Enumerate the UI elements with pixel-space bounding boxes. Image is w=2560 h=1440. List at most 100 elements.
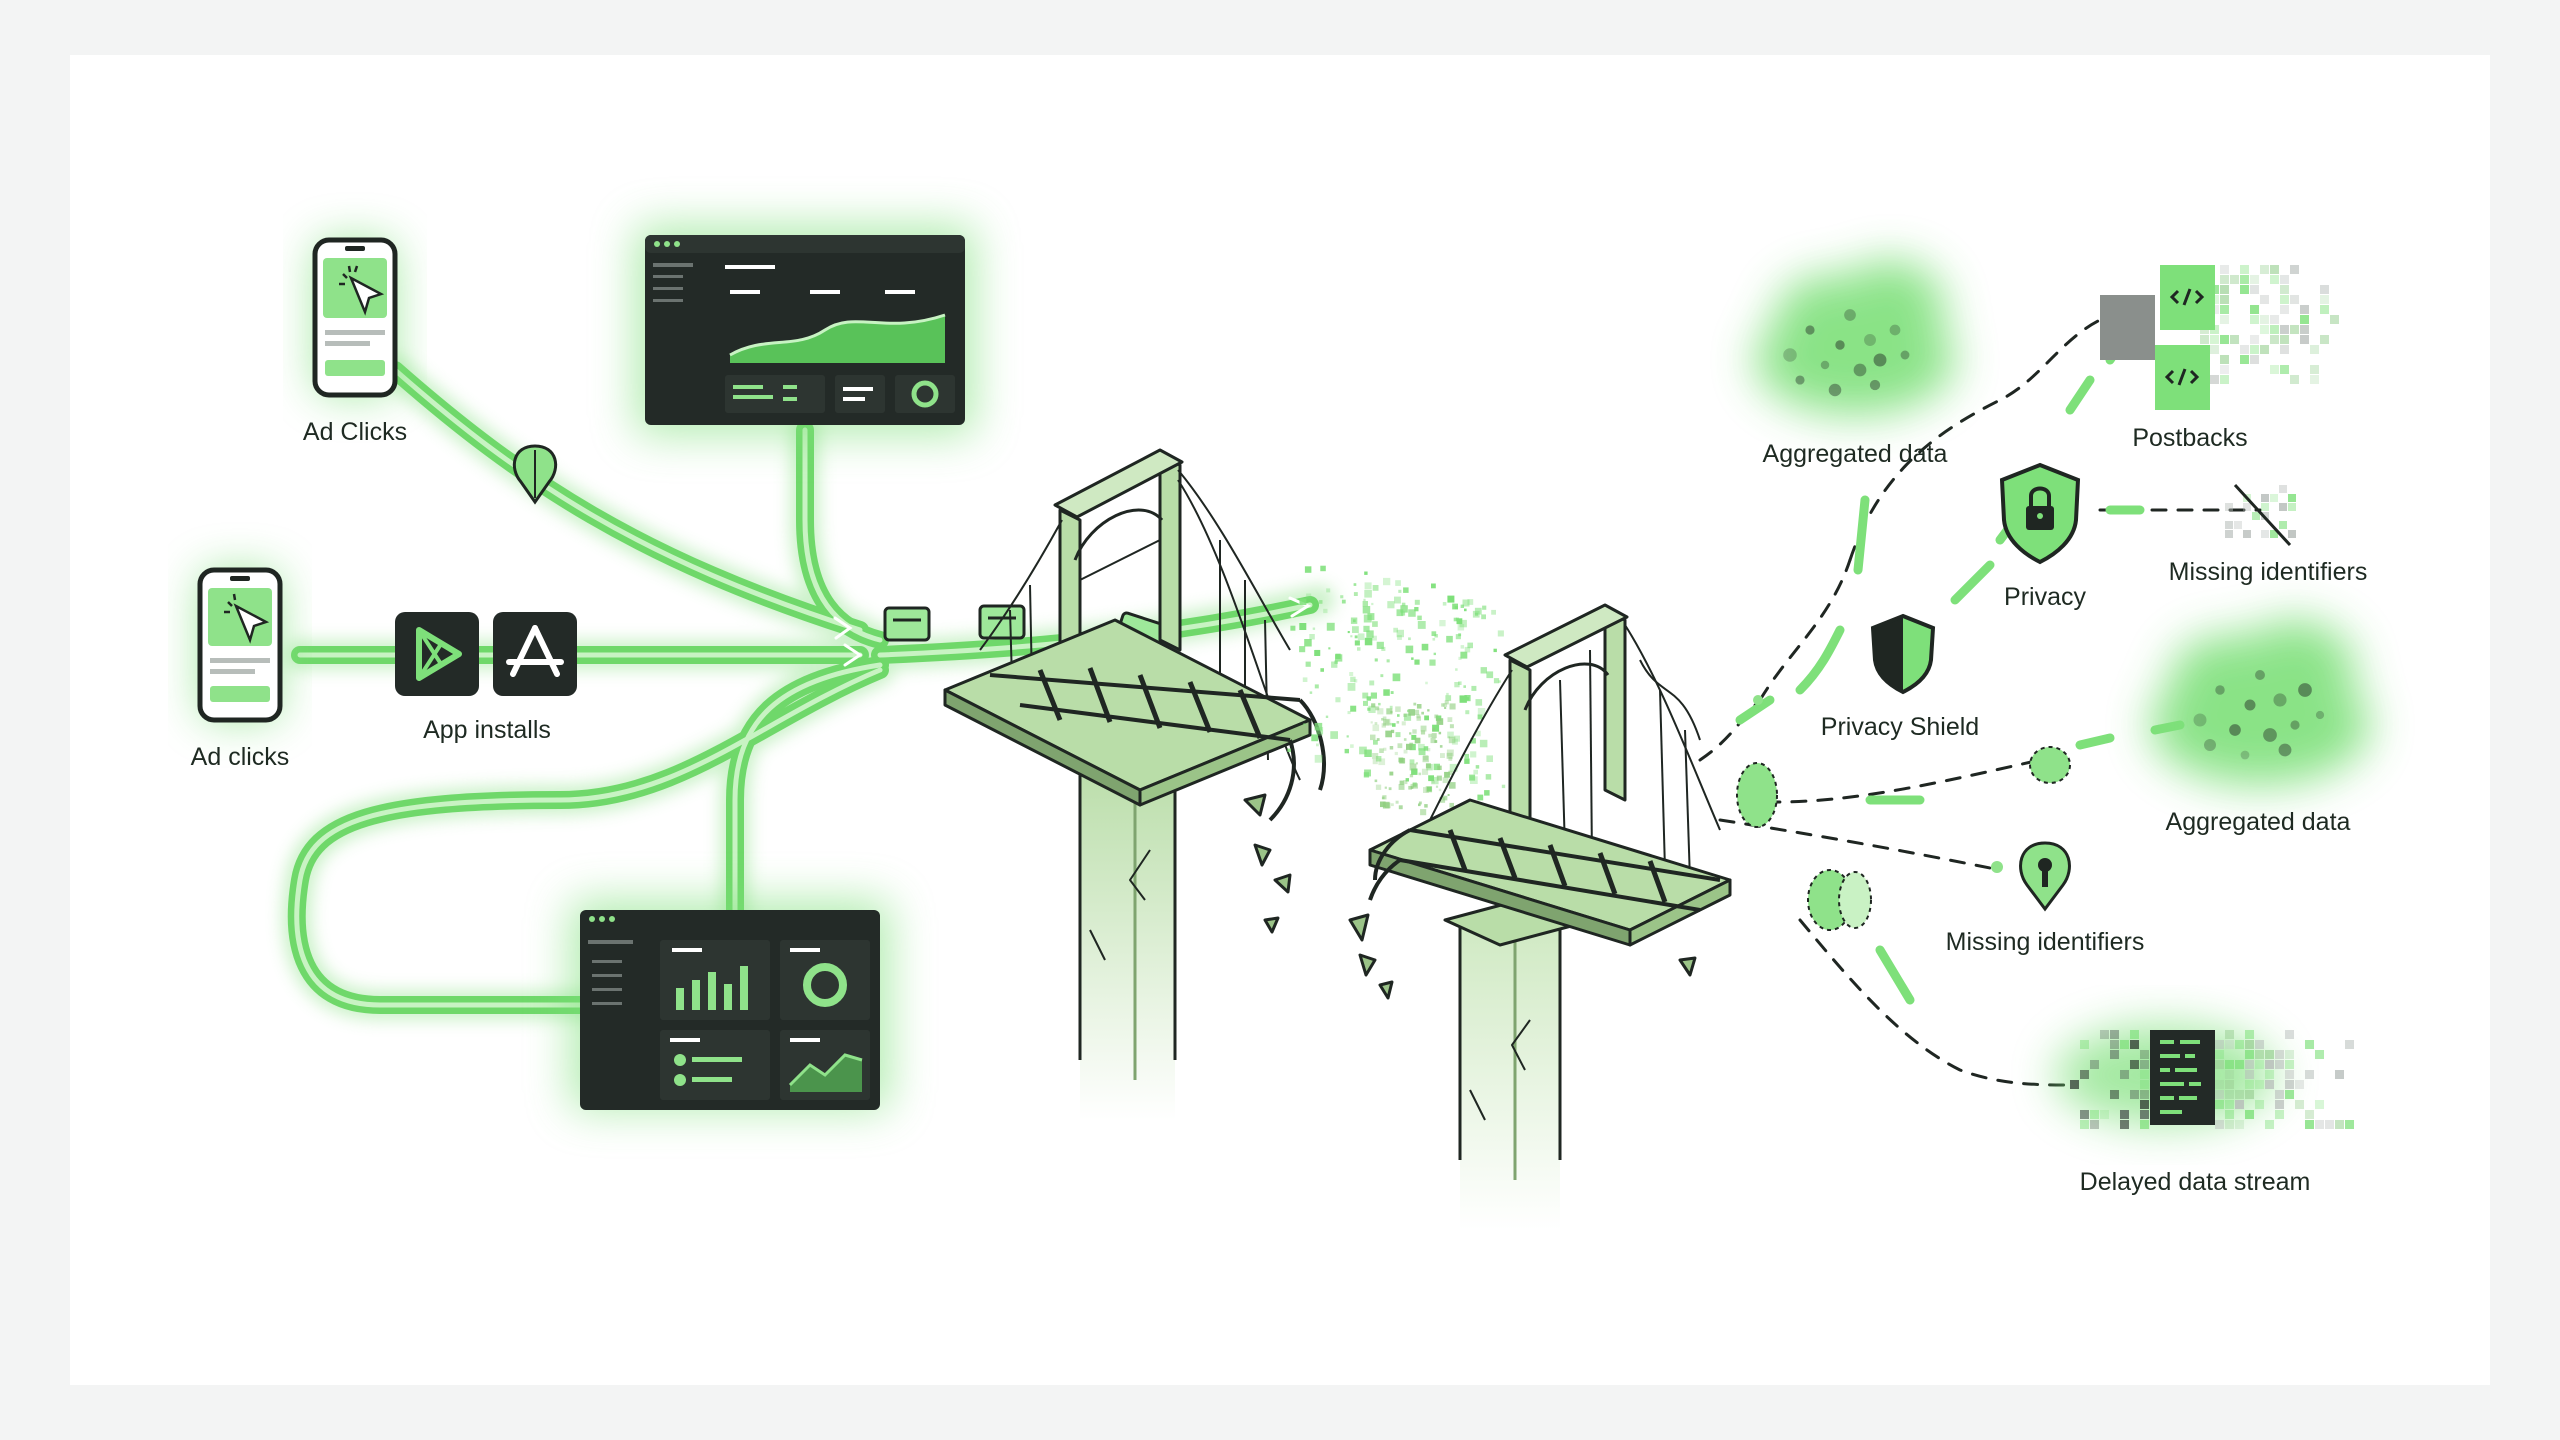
pixel bbox=[1353, 592, 1358, 596]
pixel bbox=[2215, 1080, 2224, 1089]
pixel bbox=[2245, 1090, 2254, 1099]
pixel bbox=[2255, 1040, 2264, 1049]
pixel bbox=[2285, 1080, 2294, 1089]
pixel bbox=[1395, 800, 1399, 804]
dot bbox=[1844, 309, 1856, 321]
pixel bbox=[1425, 681, 1428, 685]
flow-lines bbox=[281, 355, 1335, 1020]
pixel bbox=[1460, 604, 1464, 608]
pixel bbox=[1357, 647, 1361, 651]
pixel bbox=[1376, 641, 1384, 649]
pixel bbox=[1364, 571, 1368, 575]
dot bbox=[1900, 350, 1910, 360]
label-missing-identifiers-bottom: Missing identifiers bbox=[1946, 928, 2145, 956]
pixel bbox=[2320, 335, 2329, 344]
pixel bbox=[2235, 1100, 2244, 1109]
pixel bbox=[1458, 656, 1462, 660]
data-packet bbox=[978, 604, 1026, 640]
pixel bbox=[1376, 738, 1380, 741]
dashboard-top bbox=[635, 225, 975, 435]
label-privacy: Privacy bbox=[2004, 583, 2086, 611]
pixel bbox=[1427, 709, 1430, 712]
pixel bbox=[1416, 704, 1422, 709]
pixel bbox=[1374, 779, 1378, 783]
pixel bbox=[2100, 1030, 2109, 1039]
pixel bbox=[1287, 748, 1291, 753]
pixel bbox=[2265, 1080, 2274, 1089]
pixel bbox=[2120, 1110, 2129, 1119]
pixel bbox=[1420, 730, 1426, 735]
pixel bbox=[1299, 598, 1307, 605]
pixel bbox=[2235, 1090, 2244, 1099]
pixel bbox=[2245, 1060, 2254, 1069]
pixel bbox=[1467, 599, 1474, 605]
pixel bbox=[2279, 503, 2287, 511]
pixel bbox=[2275, 1110, 2284, 1119]
pixel bbox=[1464, 753, 1469, 759]
location-pin-icon bbox=[512, 444, 558, 505]
pixel bbox=[2290, 375, 2299, 384]
pixel bbox=[1377, 708, 1384, 715]
pixel bbox=[1486, 671, 1494, 679]
pixel bbox=[1353, 583, 1357, 586]
pixel bbox=[1460, 651, 1468, 659]
pixel bbox=[1401, 602, 1406, 607]
pixel bbox=[2250, 355, 2259, 364]
pixel bbox=[1455, 668, 1458, 671]
pixel bbox=[1415, 762, 1418, 765]
pixel bbox=[1409, 742, 1414, 747]
pixel bbox=[2285, 1050, 2294, 1059]
pixel bbox=[2080, 1070, 2089, 1079]
pixel bbox=[1418, 801, 1422, 805]
pixel bbox=[2120, 1120, 2129, 1129]
pixel bbox=[1406, 743, 1413, 750]
pixel bbox=[1477, 794, 1484, 801]
pixel bbox=[1299, 646, 1306, 653]
pixel bbox=[2120, 1070, 2129, 1079]
dot bbox=[1869, 379, 1881, 391]
broken-bridge-left bbox=[943, 448, 1326, 1120]
pixel bbox=[2090, 1120, 2099, 1129]
pixel bbox=[1403, 713, 1407, 717]
pixel bbox=[1418, 772, 1422, 776]
pixel bbox=[1372, 621, 1378, 627]
pixel bbox=[2280, 365, 2289, 374]
pixel bbox=[2280, 295, 2289, 304]
pixel bbox=[1430, 737, 1436, 744]
phone-left bbox=[197, 567, 283, 723]
pixel bbox=[2220, 275, 2229, 284]
pixel bbox=[1318, 600, 1323, 604]
pixel bbox=[2295, 1080, 2304, 1089]
pixel bbox=[1475, 765, 1480, 769]
pixel bbox=[2315, 1100, 2324, 1109]
pixel bbox=[2261, 503, 2269, 511]
pixel bbox=[1448, 597, 1453, 602]
pixel bbox=[2255, 1050, 2264, 1059]
pixel bbox=[2345, 1040, 2354, 1049]
dot bbox=[2315, 710, 2325, 720]
pixel bbox=[1378, 702, 1381, 706]
pixel bbox=[1447, 736, 1450, 739]
pixel bbox=[1383, 689, 1390, 696]
pixel bbox=[1416, 716, 1421, 721]
pixel bbox=[1431, 733, 1437, 739]
pixel bbox=[2140, 1110, 2149, 1119]
pixel bbox=[1463, 685, 1466, 688]
pixel bbox=[1314, 722, 1323, 731]
pixel bbox=[2290, 325, 2299, 334]
pixel bbox=[1388, 787, 1392, 791]
dot bbox=[1805, 325, 1815, 335]
pixel bbox=[1350, 676, 1356, 683]
label-aggregated-data-right: Aggregated data bbox=[2166, 808, 2351, 836]
pixel bbox=[1378, 758, 1386, 766]
pixel bbox=[1392, 673, 1401, 682]
pixel bbox=[1403, 780, 1408, 785]
pixel bbox=[2225, 503, 2233, 511]
pixel bbox=[1387, 601, 1395, 609]
pixel bbox=[2285, 1060, 2294, 1069]
pixel bbox=[1491, 609, 1496, 615]
pixel bbox=[2225, 1110, 2234, 1119]
pixel bbox=[2220, 365, 2229, 374]
pixel bbox=[1444, 771, 1450, 778]
pixel bbox=[2140, 1090, 2149, 1099]
